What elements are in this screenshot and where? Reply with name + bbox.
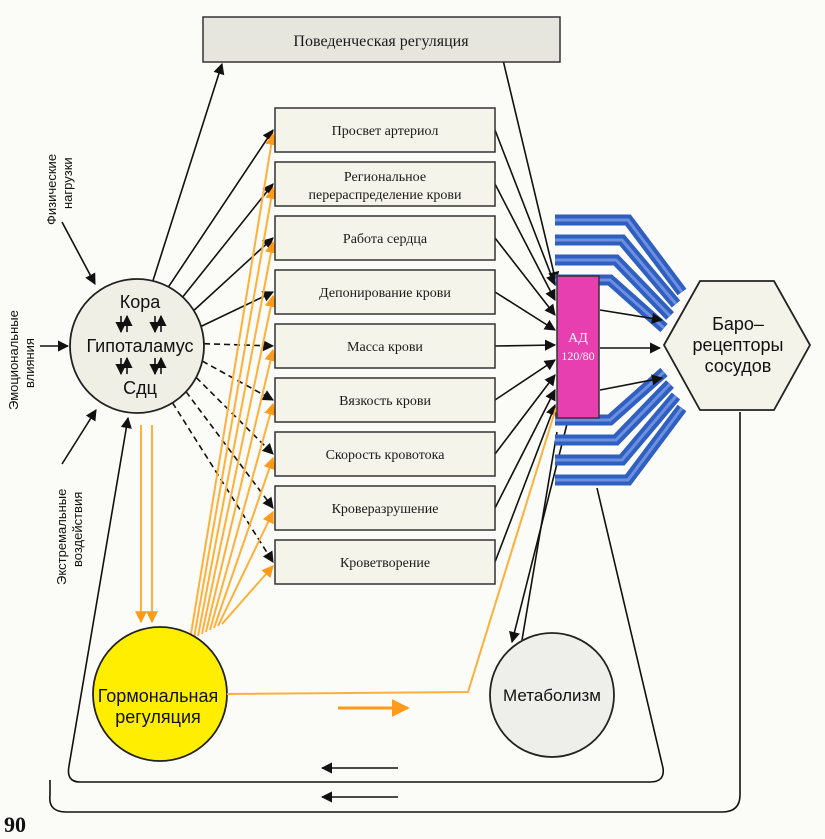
behavioral-right-edge	[502, 59, 560, 284]
baroreceptors-label-3: сосудов	[705, 356, 772, 376]
cns-center-circle: Кора Гипоталамус Сдц	[69, 278, 205, 414]
regulator-box: Скорость кровотока	[274, 431, 496, 477]
feedback-loop-inner	[67, 416, 665, 783]
regulator-label: Масса крови	[347, 340, 423, 355]
behavioral-regulation-box: Поведенческая регуляция	[202, 16, 561, 63]
hormonal-regulation-circle: Гормональная регуляция	[92, 626, 228, 762]
center-to-regulators-arrows	[167, 129, 275, 563]
regulator-label: Вязкость крови	[339, 394, 431, 409]
return-arrows	[320, 762, 398, 803]
physical-load-label-2: нагрузки	[60, 157, 75, 209]
baroreceptor-signal-bars	[555, 214, 687, 486]
cortex-label: Кора	[120, 292, 162, 312]
regulator-label: Кроветворение	[340, 556, 430, 571]
svg-text:Физические нагрузки: Физические нагрузки	[44, 150, 75, 225]
pressure-to-metabolism-2	[521, 431, 558, 641]
emotional-label-2: влияния	[22, 338, 37, 388]
regulator-label: Депонирование крови	[319, 286, 451, 301]
pressure-to-baroreceptor-arrows	[599, 309, 664, 391]
behavioral-left-edge	[149, 62, 225, 291]
regulators-to-pressure-arrows	[494, 129, 557, 563]
behavioral-regulation-label: Поведенческая регуляция	[293, 33, 469, 50]
regulator-box: Работа сердца	[274, 215, 496, 261]
regulator-box: Просвет артериол	[274, 107, 496, 153]
center-to-hormonal-arrows	[135, 425, 158, 624]
baroreceptors-label-2: рецепторы	[693, 335, 784, 355]
regulator-box: Вязкость крови	[274, 377, 496, 423]
svg-text:Экстремальные воздействи: Экстремальные воздействия	[54, 485, 85, 585]
up-down-arrows-icon	[115, 314, 167, 376]
regulator-label: Скорость кровотока	[326, 448, 446, 463]
feedback-loops	[49, 59, 741, 813]
extreme-label-2: воздействия	[70, 492, 85, 567]
pressure-value: 120/80	[561, 349, 594, 363]
physical-load-label-1: Физические	[44, 154, 59, 225]
hypothalamus-label: Гипоталамус	[86, 336, 193, 356]
input-labels: Физические нагрузки Эмоциональные влияни…	[6, 150, 85, 585]
blood-pressure-box: АД 120/80	[556, 275, 600, 419]
regulator-label: Просвет артериол	[332, 124, 439, 139]
regulator-box: Региональное перераспределение крови	[274, 161, 496, 207]
baroreceptors-hexagon: Баро– рецепторы сосудов	[662, 280, 812, 411]
vasomotor-center-label: Сдц	[123, 378, 157, 398]
regulator-box: Кроветворение	[274, 539, 496, 585]
input-arrows	[40, 221, 97, 465]
metabolism-label: Метаболизм	[503, 686, 601, 705]
baroreceptors-label-1: Баро–	[712, 314, 764, 334]
regulator-label: Работа сердца	[343, 232, 428, 247]
page-number: 90	[4, 812, 26, 837]
regulator-label: Кроверазрушение	[332, 502, 439, 517]
regulator-box: Масса крови	[274, 323, 496, 369]
regulator-label: Региональное	[344, 170, 426, 185]
hormonal-label-1: Гормональная	[98, 686, 218, 706]
pressure-label: АД	[568, 331, 588, 346]
regulator-box: Кроверазрушение	[274, 485, 496, 531]
hormonal-to-regulators-arrows	[189, 132, 278, 641]
regulator-label: перераспределение крови	[308, 188, 462, 203]
extreme-label-1: Экстремальные	[54, 489, 69, 585]
svg-text:Эмоциональные влияния: Эмоциональные влияния	[6, 307, 37, 410]
metabolism-circle: Метаболизм	[489, 632, 615, 758]
hormonal-label-2: регуляция	[115, 707, 201, 727]
hormonal-to-pressure-arrow	[226, 407, 557, 717]
emotional-label-1: Эмоциональные	[6, 310, 21, 410]
regulator-box: Депонирование крови	[274, 269, 496, 315]
feedback-loop-outer	[49, 412, 741, 813]
